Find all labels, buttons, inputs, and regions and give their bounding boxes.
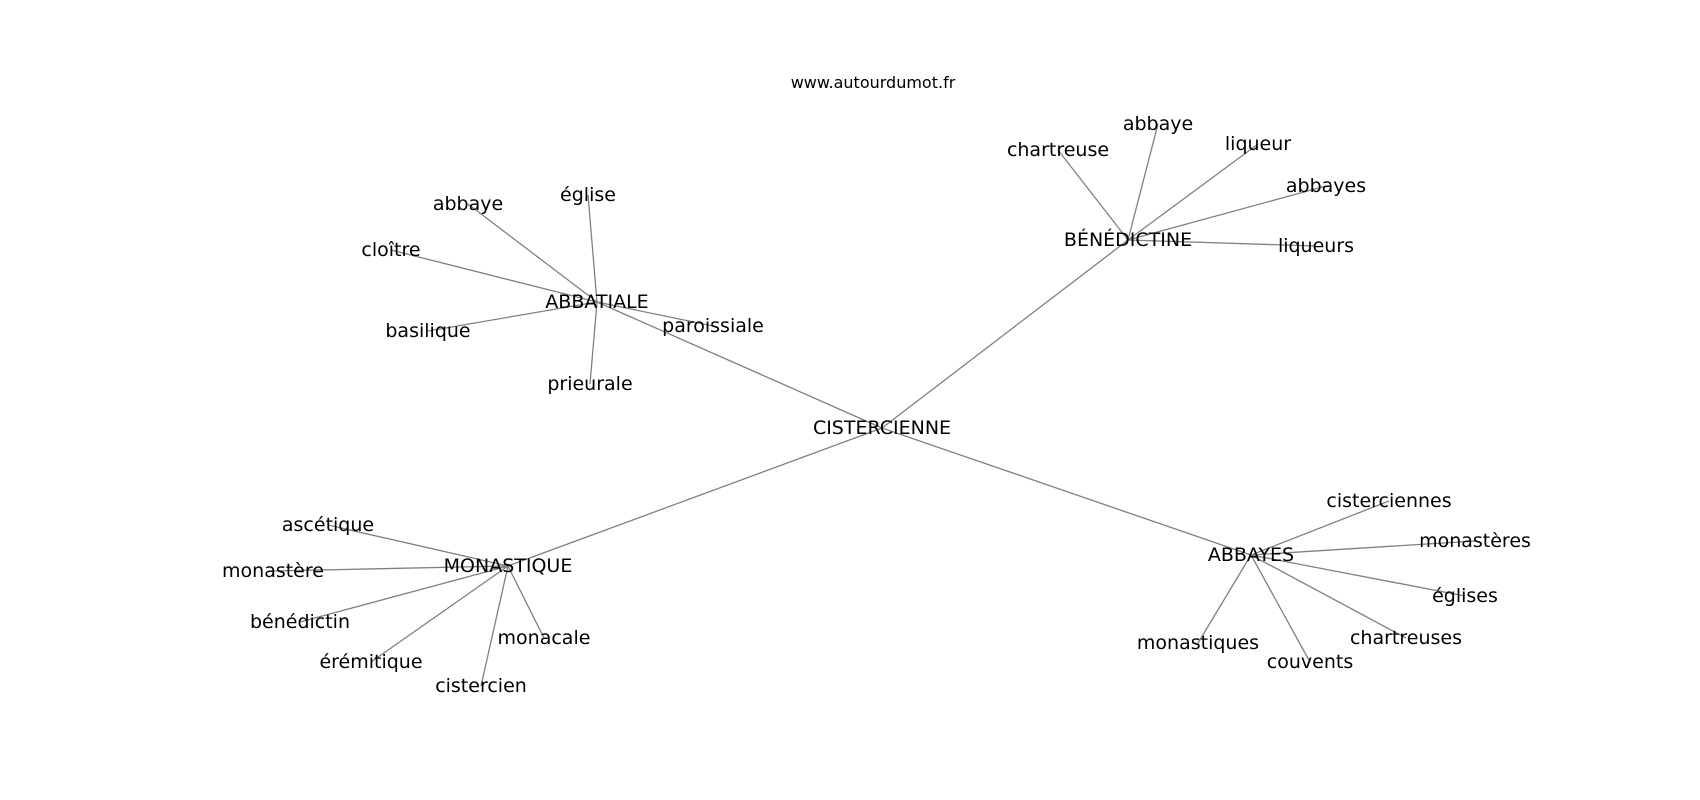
word-node-monastiques: monastiques xyxy=(1137,632,1259,654)
edge-monastique-monacale xyxy=(507,565,545,639)
word-node-paroissiale: paroissiale xyxy=(662,315,764,337)
word-node-abbaye-2: abbaye xyxy=(1123,113,1193,135)
edge-abbatiale-eglise xyxy=(587,194,598,303)
edge-monastique-cistercien xyxy=(480,565,509,687)
edge-abbayes-chartreuses xyxy=(1250,554,1407,639)
edge-benedictine-abbayes-2 xyxy=(1127,185,1327,241)
edge-abbatiale-prieurale xyxy=(589,301,598,385)
edges-layer xyxy=(272,123,1476,687)
hub-node-abbayes: ABBAYES xyxy=(1208,544,1294,566)
word-node-prieurale: prieurale xyxy=(547,373,632,395)
hub-node-cistercienne: CISTERCIENNE xyxy=(813,417,951,439)
word-node-abbaye-1: abbaye xyxy=(433,193,503,215)
edge-abbatiale-cloitre xyxy=(390,249,598,303)
edge-monastique-monastere xyxy=(272,565,509,572)
word-node-monacale: monacale xyxy=(498,627,591,649)
word-node-abbayes-2: abbayes xyxy=(1286,175,1366,197)
word-node-couvents: couvents xyxy=(1267,651,1353,673)
word-node-ascetique: ascétique xyxy=(282,514,374,536)
edge-cistercienne-abbayes xyxy=(881,427,1252,556)
word-node-benedictin: bénédictin xyxy=(250,611,350,633)
word-node-cisterciennes: cisterciennes xyxy=(1326,490,1451,512)
edge-abbayes-eglises xyxy=(1250,554,1466,597)
edge-monastique-benedictin xyxy=(299,565,509,623)
edge-benedictine-abbaye-2 xyxy=(1127,123,1159,241)
word-node-basilique: basilique xyxy=(385,320,470,342)
edge-monastique-ascetique xyxy=(327,524,509,567)
word-node-eglise: église xyxy=(560,184,616,206)
edge-benedictine-liqueurs xyxy=(1127,239,1317,247)
word-node-monastere: monastère xyxy=(222,560,324,582)
word-node-liqueur: liqueur xyxy=(1225,133,1291,155)
word-node-monasteres: monastères xyxy=(1419,530,1531,552)
edge-abbayes-cisterciennes xyxy=(1250,500,1390,556)
word-node-cistercien: cistercien xyxy=(435,675,527,697)
edge-monastique-eremitique xyxy=(370,565,509,663)
edge-abbatiale-abbaye-1 xyxy=(467,203,598,303)
edge-abbatiale-paroissiale xyxy=(596,301,714,327)
word-node-chartreuse: chartreuse xyxy=(1007,139,1109,161)
labels-layer: CISTERCIENNE ABBATIALE BÉNÉDICTINE MONASTIQ… xyxy=(222,113,1531,697)
word-node-liqueurs: liqueurs xyxy=(1278,235,1354,257)
edge-cistercienne-benedictine xyxy=(881,239,1129,429)
edge-benedictine-chartreuse xyxy=(1057,149,1129,241)
edge-abbayes-monasteres xyxy=(1250,540,1476,556)
edge-cistercienne-monastique xyxy=(507,427,883,567)
word-node-chartreuses: chartreuses xyxy=(1350,627,1462,649)
hub-node-benedictine: BÉNÉDICTINE xyxy=(1064,228,1192,251)
edge-abbayes-couvents xyxy=(1250,554,1311,663)
word-node-cloitre: cloître xyxy=(361,239,420,261)
edge-abbatiale-basilique xyxy=(427,301,598,332)
word-node-eglises: églises xyxy=(1432,585,1498,607)
hub-node-abbatiale: ABBATIALE xyxy=(545,291,648,313)
edge-abbayes-monastiques xyxy=(1197,554,1252,644)
edge-cistercienne-abbatiale xyxy=(596,301,883,429)
word-node-eremitique: érémitique xyxy=(319,651,422,673)
source-watermark: www.autourdumot.fr xyxy=(791,73,956,92)
hub-node-monastique: MONASTIQUE xyxy=(444,555,573,577)
edge-benedictine-liqueur xyxy=(1127,143,1259,241)
